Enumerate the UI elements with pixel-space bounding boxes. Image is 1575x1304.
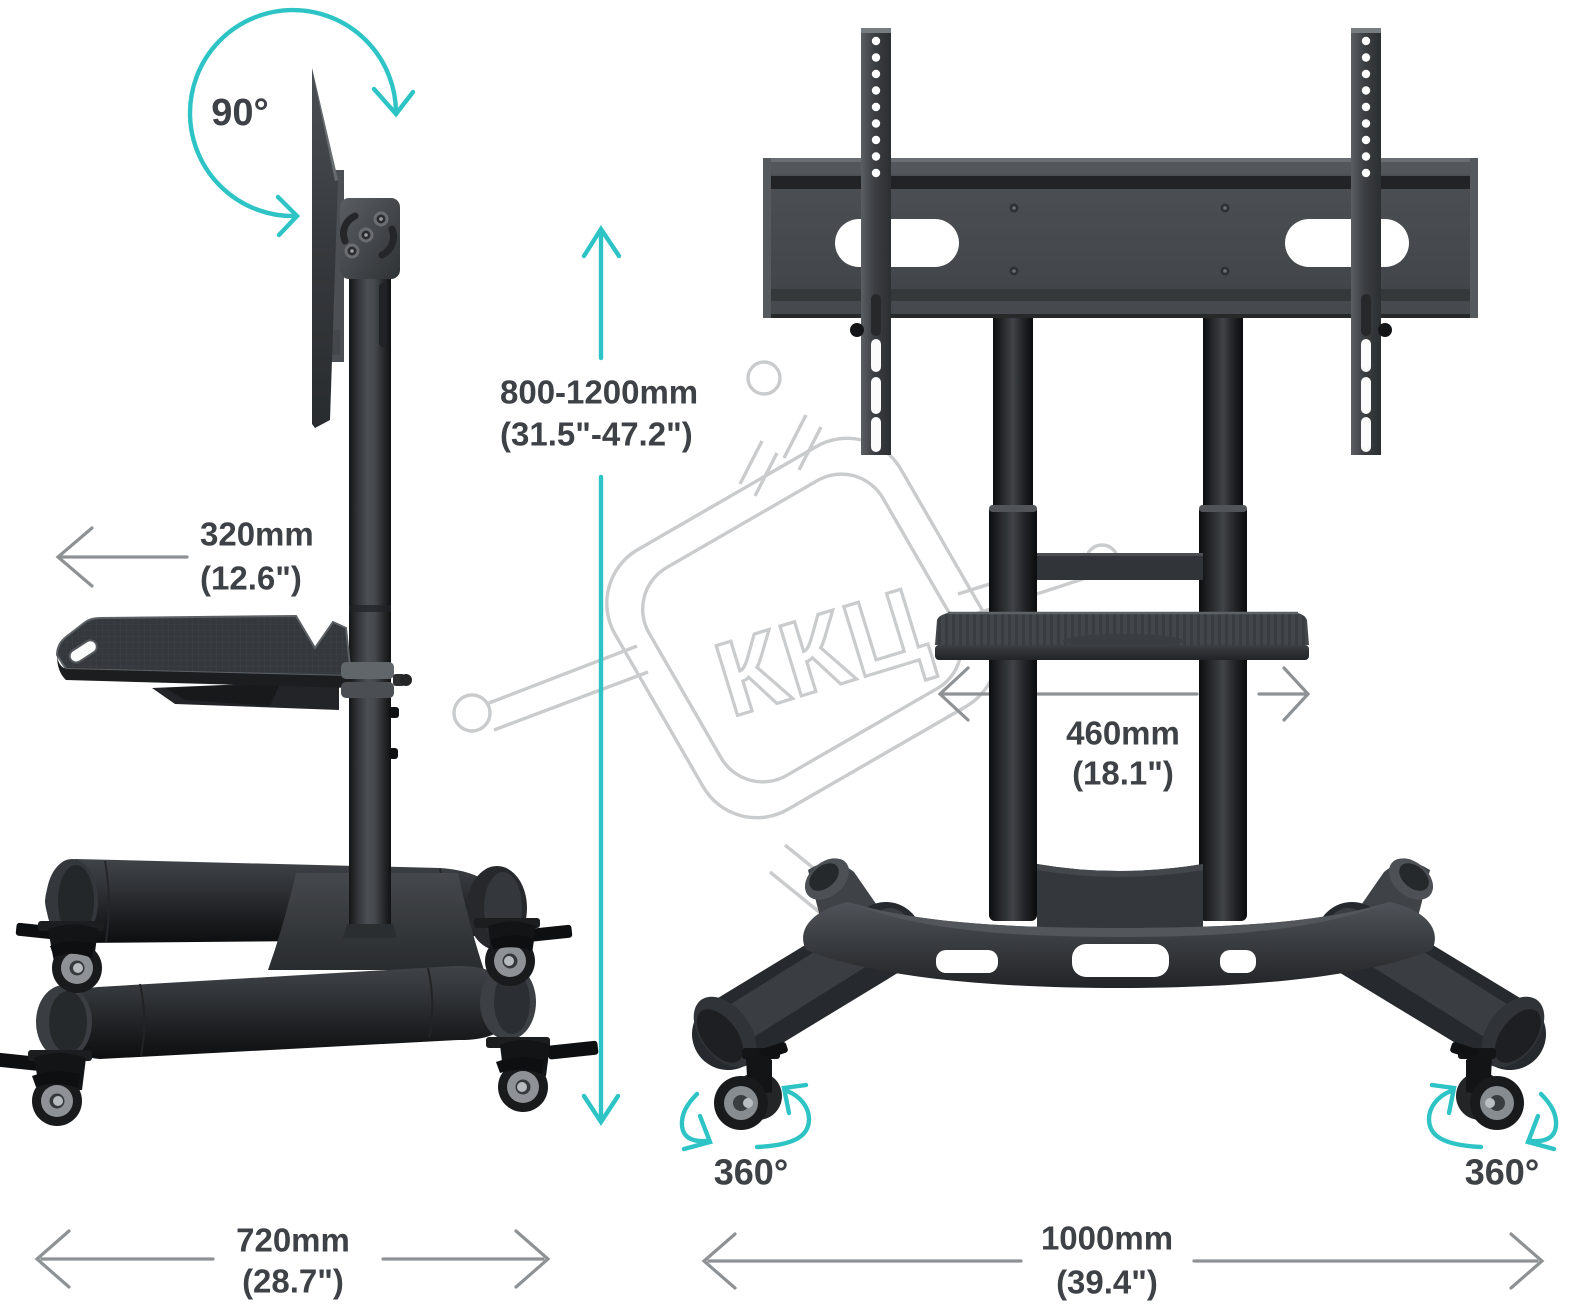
svg-text:(12.6"): (12.6") <box>200 560 302 597</box>
svg-text:(28.7"): (28.7") <box>242 1263 344 1300</box>
svg-text:360°: 360° <box>714 1152 788 1193</box>
svg-text:360°: 360° <box>1465 1152 1539 1193</box>
svg-text:800-1200mm: 800-1200mm <box>500 374 698 411</box>
svg-text:(18.1"): (18.1") <box>1072 755 1174 792</box>
svg-text:1000mm: 1000mm <box>1041 1220 1173 1257</box>
svg-text:320mm: 320mm <box>200 516 314 553</box>
svg-text:90°: 90° <box>211 92 268 134</box>
svg-text:720mm: 720mm <box>236 1222 350 1259</box>
svg-text:460mm: 460mm <box>1066 715 1180 752</box>
svg-text:(31.5"-47.2"): (31.5"-47.2") <box>500 416 693 453</box>
svg-text:(39.4"): (39.4") <box>1056 1264 1158 1301</box>
